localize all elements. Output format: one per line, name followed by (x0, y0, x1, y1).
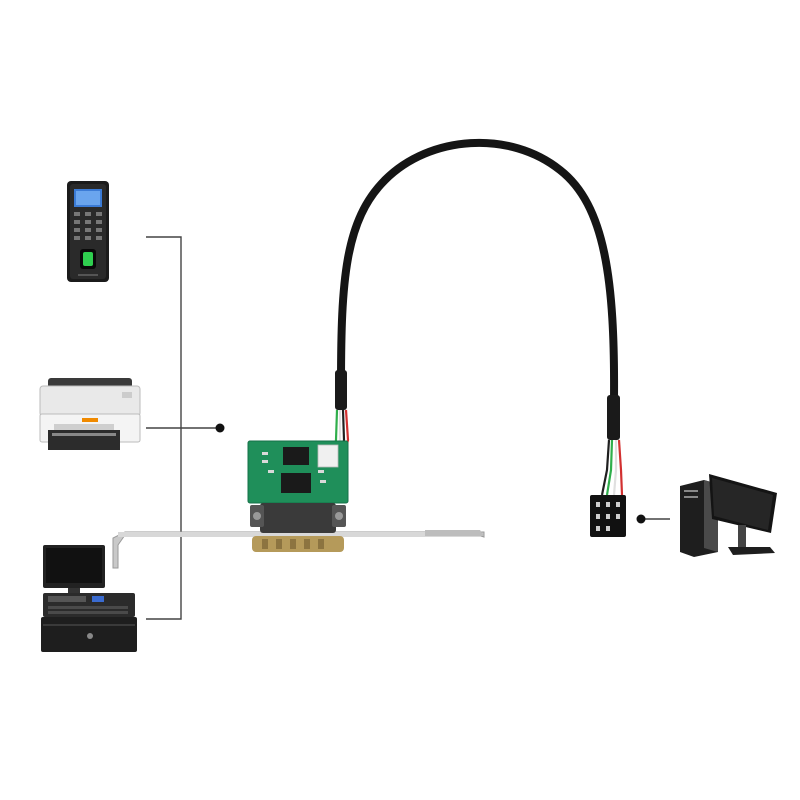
db9-serial-card-icon (112, 440, 485, 569)
cash-register-icon (41, 545, 137, 652)
left-connector-lines (146, 236, 220, 620)
right-junction-dot (636, 514, 646, 524)
printer-icon (39, 378, 141, 450)
cable-icon (328, 138, 626, 537)
left-junction-dot (215, 423, 225, 433)
fingerprint-scanner-icon (67, 181, 109, 282)
desktop-pc-icon (680, 474, 777, 557)
